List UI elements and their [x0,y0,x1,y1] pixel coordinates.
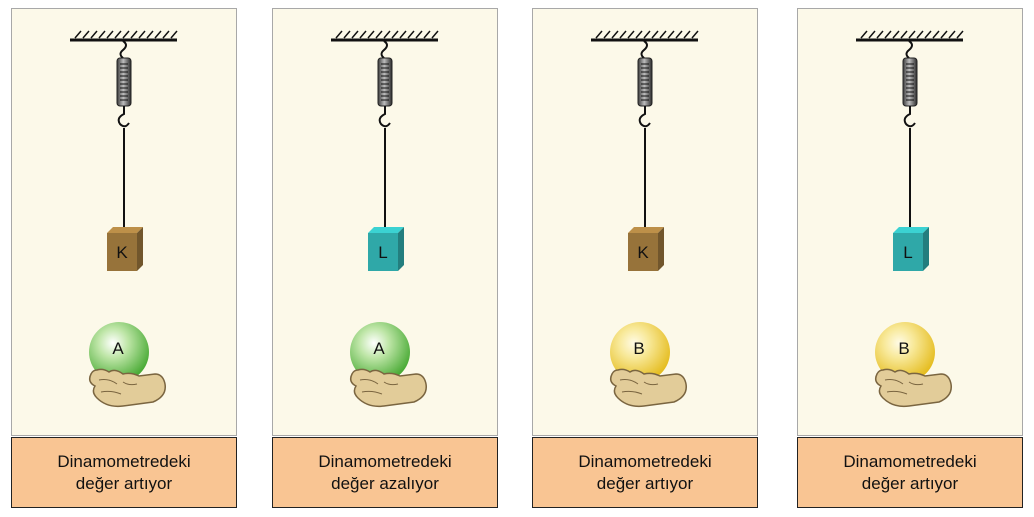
hanging-block: L [893,227,929,271]
setup-drawing: K B [591,30,699,408]
caption-line-2: değer artıyor [75,473,173,493]
setup-drawing: L B [856,30,964,408]
dynamometer [116,40,132,128]
caption-line-1: Dinamometredeki [318,451,452,471]
ceiling-support [856,30,964,42]
caption-box: Dinamometredeki değer artıyor [797,437,1023,508]
hand-icon [349,368,427,408]
panel-4: L B Dinamometredeki değer artıyor [797,8,1023,508]
hand-icon [88,368,166,408]
caption-box: Dinamometredeki değer azalıyor [272,437,498,508]
ceiling-support [331,30,439,42]
charged-ball: B [875,322,935,382]
dynamometer [902,40,918,128]
caption-box: Dinamometredeki değer artıyor [532,437,758,508]
panel-2: L A Dinamometredeki değer azalıyor [272,8,498,508]
caption-line-2: değer artıyor [861,473,959,493]
panel-1: K A Dinamometredeki değer artıyor [11,8,237,508]
dynamometer [637,40,653,128]
charged-ball: A [350,322,410,382]
block-label: K [637,243,649,262]
block-label: K [116,243,128,262]
caption-line-2: değer artıyor [596,473,694,493]
ceiling-support [591,30,699,42]
ball-label: B [898,339,909,358]
hanging-block: K [107,227,143,271]
panel-3: K B Dinamometredeki değer artıyor [532,8,758,508]
setup-drawing: K A [70,30,178,408]
ball-label: B [633,339,644,358]
dynamometer [377,40,393,128]
ball-label: A [373,339,385,358]
ceiling-support [70,30,178,42]
charged-ball: B [610,322,670,382]
caption-line-1: Dinamometredeki [578,451,712,471]
block-label: L [378,243,387,262]
block-label: L [903,243,912,262]
hand-icon [609,368,687,408]
caption-line-1: Dinamometredeki [57,451,191,471]
charged-ball: A [89,322,149,382]
caption-box: Dinamometredeki değer artıyor [11,437,237,508]
hanging-block: L [368,227,404,271]
caption-line-1: Dinamometredeki [843,451,977,471]
hanging-block: K [628,227,664,271]
caption-line-2: değer azalıyor [331,473,439,493]
ball-label: A [112,339,124,358]
setup-drawing: L A [331,30,439,408]
hand-icon [874,368,952,408]
